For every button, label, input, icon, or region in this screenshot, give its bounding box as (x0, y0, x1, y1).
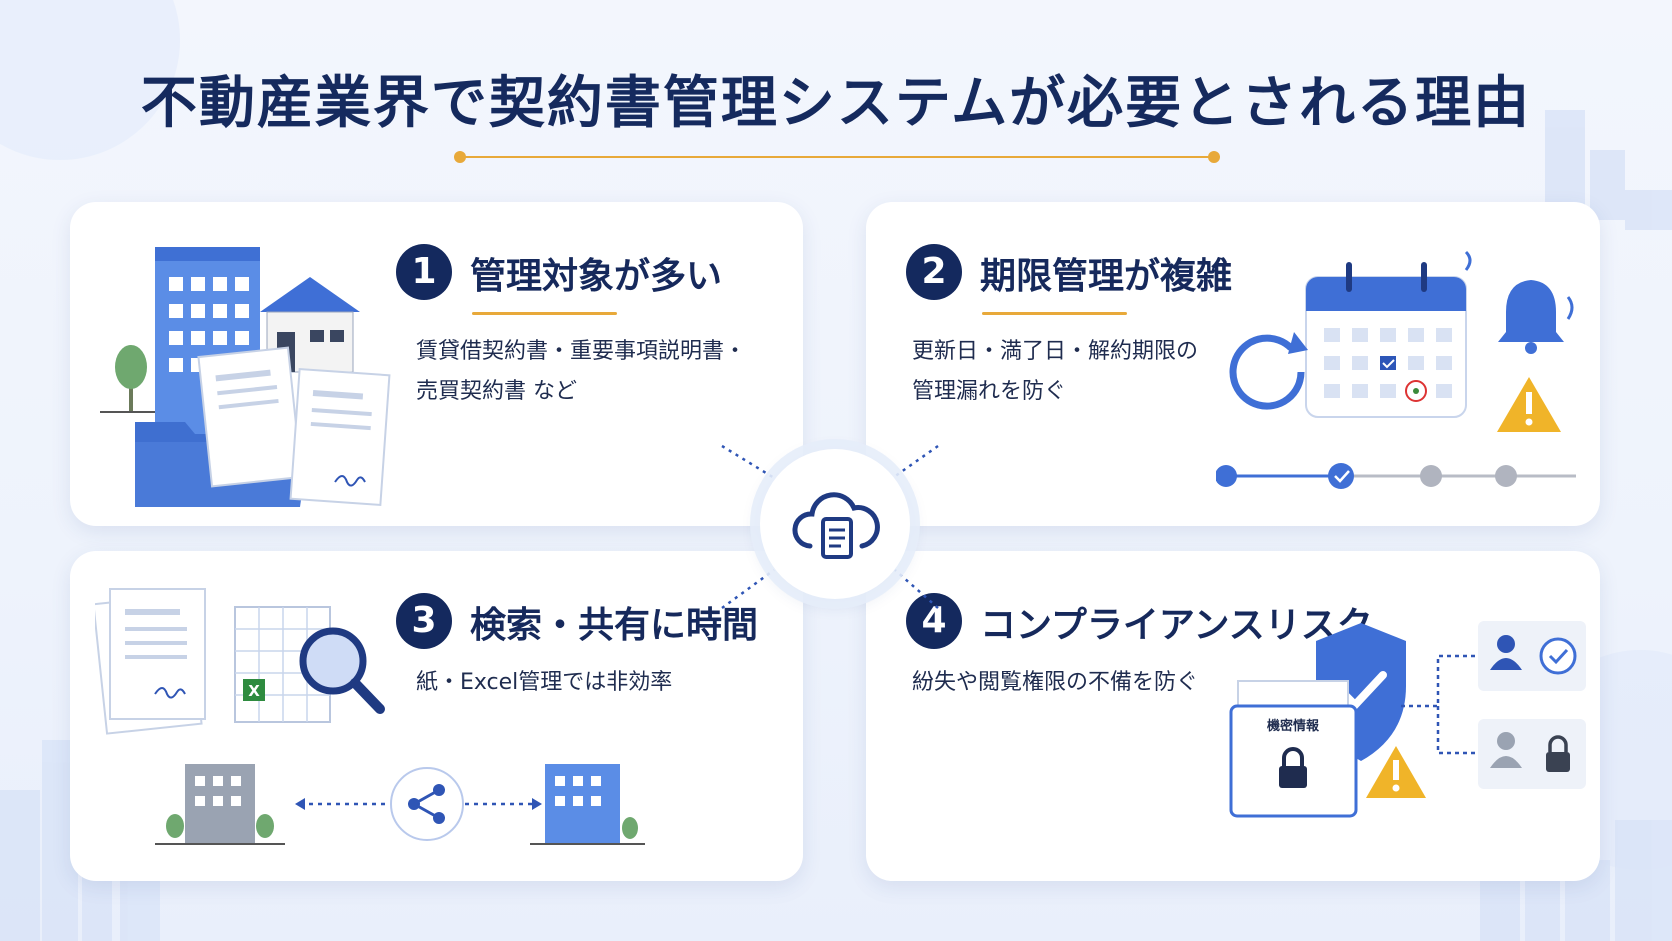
illustration-share-buildings (155, 764, 645, 845)
center-hub (760, 449, 910, 599)
illustration-security-access: 機密情報 (1229, 621, 1586, 818)
excel-letter: X (248, 682, 260, 700)
card-number-badge: 1 (396, 244, 452, 300)
page-title: 不動産業界で契約書管理システムが必要とされる理由 (140, 70, 1532, 136)
card-desc-line-2: 管理漏れを防ぐ (912, 379, 1067, 404)
warning-icon (1497, 377, 1561, 432)
timeline-icon (1216, 463, 1576, 489)
heading-underline (982, 312, 1127, 315)
user-icon (1490, 732, 1522, 768)
user-icon (1490, 635, 1522, 670)
refresh-icon (1229, 332, 1308, 410)
building-icon (530, 764, 645, 845)
card-search-sharing: X 3 検索・共有に時間 紙・Excel管理では非効率 (70, 551, 803, 881)
card-heading: コンプライアンスリスク (980, 605, 1373, 646)
illustration-calendar-timeline (1216, 250, 1576, 489)
card-many-targets: 1 管理対象が多い 賃貸借契約書・重要事項説明書・ 売買契約書 など (70, 202, 803, 526)
warning-icon (1366, 746, 1426, 798)
confidential-folder-icon: 機密情報 (1229, 680, 1358, 818)
illustration-paper-excel: X (95, 588, 385, 735)
card-desc-line-1: 更新日・満了日・解約期限の (912, 339, 1199, 364)
document-icon (197, 346, 391, 507)
lock-icon (1546, 735, 1570, 772)
card-desc-line-1: 紙・Excel管理では非効率 (416, 670, 673, 695)
card-deadline-management: 2 期限管理が複雑 更新日・満了日・解約期限の 管理漏れを防ぐ (866, 202, 1600, 526)
bell-icon (1464, 250, 1574, 354)
lock-icon (1279, 747, 1307, 788)
card-number-badge: 3 (396, 593, 452, 649)
tree-icon (100, 345, 155, 413)
card-compliance-risk: 4 コンプライアンスリスク 紛失や閲覧権限の不備を防ぐ 機密情報 (866, 551, 1600, 881)
heading-underline (472, 312, 617, 315)
title-divider (454, 151, 1220, 163)
card-number-badge: 4 (906, 593, 962, 649)
card-number-badge: 2 (906, 244, 962, 300)
confidential-label: 機密情報 (1267, 718, 1320, 734)
document-icon (95, 588, 206, 735)
card-desc-line-1: 賃貸借契約書・重要事項説明書・ (416, 339, 747, 364)
card-heading: 期限管理が複雑 (980, 256, 1233, 297)
share-icon (390, 767, 464, 841)
card-heading: 検索・共有に時間 (470, 605, 759, 646)
card-desc-line-2: 売買契約書 など (416, 379, 577, 404)
card-desc-line-1: 紛失や閲覧権限の不備を防ぐ (912, 670, 1199, 695)
calendar-icon (1305, 262, 1467, 418)
cloud-document-icon (792, 492, 880, 559)
building-icon (155, 764, 285, 845)
card-heading: 管理対象が多い (470, 256, 723, 297)
magnifier-icon (299, 627, 385, 714)
illustration-buildings-documents (100, 247, 391, 507)
